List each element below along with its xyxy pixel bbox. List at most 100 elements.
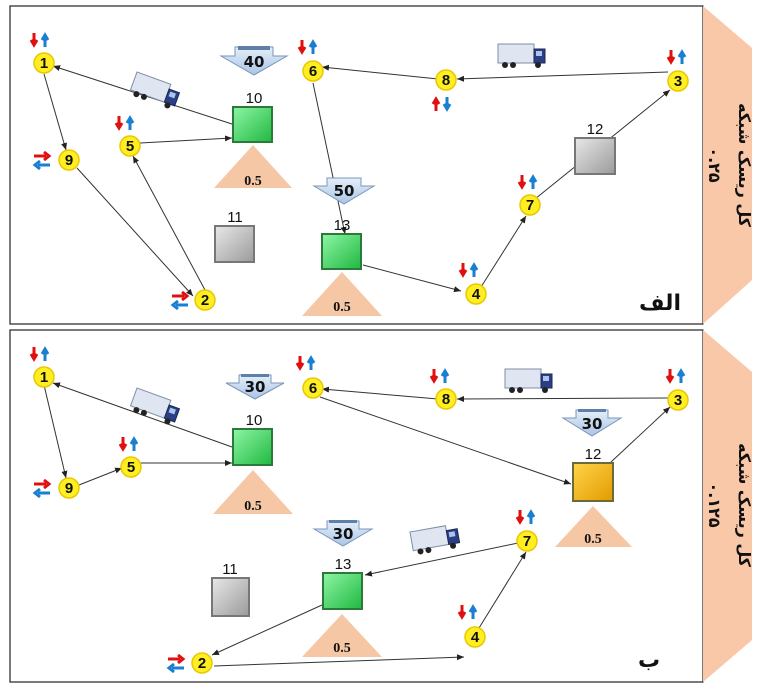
- edge: [456, 71, 669, 82]
- panel-b-side-label: کل ریسک شبکه ۰.۱۲۵: [705, 443, 754, 568]
- panel-b-frame: [9, 329, 704, 683]
- depot-10: 10 40 0.5: [214, 46, 292, 189]
- node-label: 3: [674, 73, 682, 90]
- depot-label: 12: [587, 121, 604, 138]
- depot-11: 11: [214, 209, 255, 263]
- risk-value: 0.5: [333, 300, 351, 315]
- panel-a-side-value: ۰.۲۵: [705, 147, 724, 183]
- node-8: 8: [429, 367, 457, 410]
- depot-label: 10: [246, 90, 263, 107]
- capacity-arrow: 30: [312, 520, 374, 547]
- edge: [211, 604, 323, 656]
- node-label: 4: [472, 286, 481, 303]
- panel-a-side-title: کل ریسک شبکه: [735, 103, 754, 228]
- capacity-arrow: 40: [219, 46, 289, 76]
- node-label: 9: [65, 152, 73, 169]
- node-3: 3: [665, 367, 689, 411]
- node-label: 5: [127, 459, 135, 476]
- node-label: 6: [309, 63, 317, 80]
- panel-a-label: الف: [639, 291, 681, 316]
- node-label: 6: [309, 380, 317, 397]
- edge: [76, 167, 194, 297]
- capacity-arrow: 30: [225, 374, 285, 400]
- risk-triangle: 0.5: [213, 470, 293, 514]
- depot-12: 12: [574, 121, 616, 175]
- edge: [312, 82, 347, 235]
- depot-label: 13: [335, 556, 352, 573]
- node-label: 1: [40, 55, 48, 72]
- node-3: 3: [666, 48, 689, 92]
- node-6: 6: [297, 38, 324, 82]
- node-label: 3: [674, 392, 682, 409]
- node-5: 5: [118, 435, 142, 478]
- edge: [139, 135, 233, 144]
- node-4: 4: [457, 603, 486, 648]
- depot-label: 10: [246, 412, 263, 429]
- capacity-value: 30: [582, 415, 603, 433]
- node-label: 7: [526, 197, 534, 214]
- edge: [480, 215, 527, 288]
- node-9: 9: [32, 477, 80, 499]
- risk-value: 0.5: [584, 532, 602, 547]
- panel-a-edges: [43, 64, 671, 297]
- node-5: 5: [114, 114, 141, 157]
- node-label: 2: [198, 655, 206, 672]
- panel-b-side-value: ۰.۱۲۵: [705, 482, 724, 527]
- node-label: 5: [126, 138, 134, 155]
- depot-10: 10 30 0.5: [213, 374, 293, 514]
- node-label: 8: [442, 391, 450, 408]
- edge: [43, 73, 67, 151]
- node-label: 9: [65, 480, 73, 497]
- node-8: 8: [431, 69, 457, 113]
- risk-triangle: 0.5: [214, 145, 292, 189]
- capacity-value: 30: [333, 525, 354, 543]
- node-9: 9: [32, 149, 80, 171]
- risk-triangle: 0.5: [302, 614, 382, 657]
- edge: [364, 542, 519, 577]
- capacity-arrow: 50: [312, 177, 376, 205]
- depot-13: 13 30 0.5: [302, 520, 382, 657]
- node-label: 2: [201, 292, 209, 309]
- edge: [321, 386, 439, 400]
- depot-label: 12: [585, 446, 602, 463]
- edge: [456, 395, 669, 402]
- depot-13: 13 50 0.5: [302, 177, 382, 316]
- capacity-arrow: 30: [561, 409, 623, 437]
- risk-value: 0.5: [333, 641, 351, 656]
- depot-11: 11: [211, 561, 250, 617]
- depot-label: 11: [227, 209, 243, 226]
- panel-a: کل ریسک شبکه ۰.۲۵ 10 40: [9, 5, 754, 325]
- panel-a-side-label: کل ریسک شبکه ۰.۲۵: [705, 103, 754, 228]
- edge: [213, 654, 465, 667]
- risk-value: 0.5: [244, 174, 262, 189]
- node-7: 7: [515, 508, 538, 552]
- node-2: 2: [170, 289, 216, 311]
- node-label: 7: [523, 533, 531, 550]
- node-label: 4: [471, 629, 480, 646]
- panel-b-label: ب: [638, 648, 660, 673]
- node-label: 8: [442, 72, 450, 89]
- capacity-value: 40: [244, 53, 265, 71]
- depot-label: 13: [334, 217, 351, 234]
- risk-triangle: 0.5: [555, 506, 632, 547]
- capacity-value: 50: [334, 182, 355, 200]
- depot-12: 12 30 0.5: [555, 409, 632, 547]
- edge: [362, 264, 462, 293]
- depot-label: 11: [222, 561, 238, 578]
- edge: [319, 396, 572, 485]
- node-1: 1: [29, 31, 55, 74]
- edge: [321, 64, 439, 80]
- edge: [610, 406, 671, 463]
- node-1: 1: [29, 345, 55, 388]
- panel-a-side-shape: [703, 6, 752, 324]
- node-label: 1: [40, 369, 48, 386]
- node-7: 7: [517, 173, 541, 216]
- edge: [78, 467, 123, 486]
- panel-b-side-title: کل ریسک شبکه: [735, 443, 754, 568]
- edge: [43, 384, 68, 479]
- node-4: 4: [458, 261, 487, 305]
- capacity-value: 30: [245, 378, 266, 396]
- panel-b-side-shape: [703, 330, 752, 682]
- edge: [132, 155, 206, 291]
- panel-b: کل ریسک شبکه ۰.۱۲۵ 10: [9, 329, 754, 683]
